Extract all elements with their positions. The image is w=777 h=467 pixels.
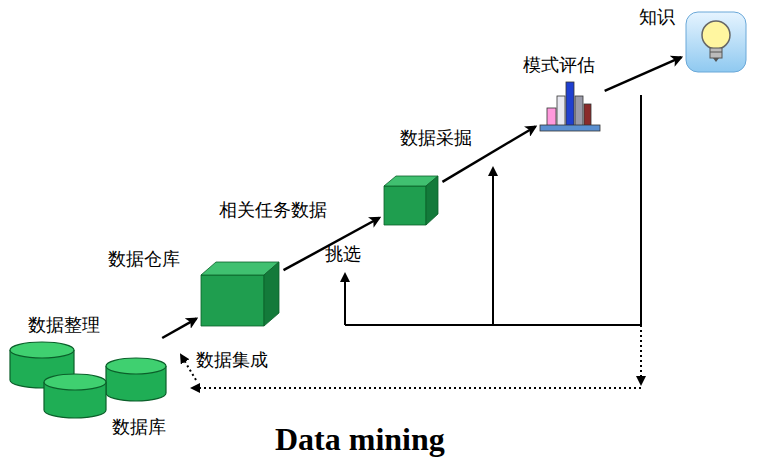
flow-arrow — [162, 319, 196, 338]
step-label: 数据整理 — [28, 314, 100, 336]
database: 数据库 — [8, 340, 168, 420]
node-label: 相关任务数据 — [219, 199, 327, 221]
step-label: 数据集成 — [196, 349, 268, 371]
bulb-node: 知识 — [685, 11, 747, 73]
node-label: 数据仓库 — [108, 248, 180, 270]
warehouse-cube — [201, 262, 279, 326]
flow-arrow — [284, 218, 380, 270]
chart-node: 模式评估 — [539, 80, 601, 132]
bar-chart — [540, 82, 600, 131]
node-label: 知识 — [639, 6, 675, 28]
database-cylinders — [10, 342, 166, 418]
flow-arrow — [605, 57, 682, 91]
step-label: 数据采掘 — [400, 127, 472, 149]
task-data-cube — [384, 176, 438, 225]
lightbulb-icon — [686, 12, 746, 72]
feedback-lines — [181, 95, 641, 388]
node-label: 数据库 — [112, 416, 166, 438]
task-data-cube: 相关任务数据 — [383, 175, 439, 226]
warehouse-cube: 数据仓库 — [200, 261, 280, 327]
node-label: 模式评估 — [523, 54, 595, 76]
caption: Data mining — [275, 420, 445, 458]
step-label: 挑选 — [325, 243, 361, 265]
